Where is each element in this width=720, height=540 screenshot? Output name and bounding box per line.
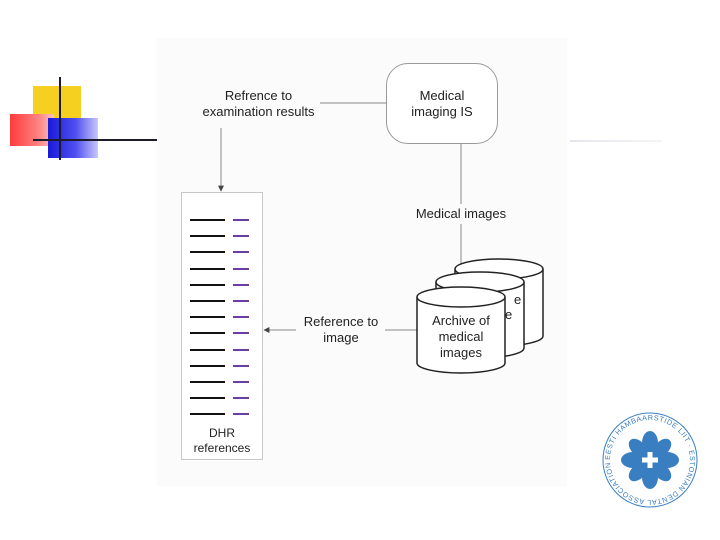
dhr-reference-link	[233, 251, 249, 254]
dhr-reference-line	[190, 251, 225, 254]
dhr-reference-line	[190, 332, 225, 335]
dhr-reference-row	[182, 219, 262, 221]
decor-blue-square	[48, 118, 98, 158]
dhr-reference-link	[233, 300, 249, 302]
dhr-reference-line	[190, 219, 225, 221]
dhr-reference-link	[233, 267, 249, 270]
dhr-reference-row	[182, 381, 262, 383]
dhr-reference-line	[190, 348, 225, 351]
dhr-reference-row	[182, 364, 262, 367]
edge-label-results-line1: Refrence to	[224, 88, 293, 103]
decor-horizontal-line	[33, 139, 159, 141]
node-dhr-caption: DHR references	[182, 426, 262, 456]
node-imaging-line1: Medical	[419, 87, 465, 103]
dhr-reference-link	[233, 364, 249, 367]
dhr-reference-line	[190, 235, 225, 238]
association-seal-icon: EESTI HAMBAARSTIDE LIIT · ESTONIAN DENTA…	[602, 412, 698, 508]
dhr-reference-line	[190, 300, 225, 302]
dhr-reference-link	[233, 219, 249, 221]
node-dhr-line1: DHR	[209, 426, 235, 440]
edge-label-image-line2: image	[323, 330, 359, 345]
node-imaging-line2: imaging IS	[411, 103, 473, 119]
dhr-reference-row	[182, 332, 262, 335]
dhr-reference-link	[233, 332, 249, 335]
node-medical-imaging-is: Medical imaging IS	[386, 63, 498, 144]
dhr-reference-row	[182, 283, 262, 286]
dhr-reference-row	[182, 397, 262, 400]
dhr-reference-row	[182, 316, 262, 319]
dhr-reference-row	[182, 267, 262, 270]
node-archive: Archive of medical images	[419, 313, 503, 361]
dhr-reference-row	[182, 251, 262, 254]
dhr-reference-row	[182, 235, 262, 238]
edge-label-image-line1: Reference to	[303, 314, 379, 329]
dhr-reference-line	[190, 413, 225, 416]
dhr-reference-link	[233, 348, 249, 351]
edge-label-results-line2: examination results	[202, 104, 315, 119]
dhr-reference-line	[190, 283, 225, 286]
dhr-reference-line	[190, 381, 225, 383]
dhr-reference-link	[233, 316, 249, 319]
archive-back-fragment: e	[514, 292, 522, 307]
dhr-reference-line	[190, 397, 225, 400]
dhr-reference-line	[190, 267, 225, 270]
decor-fade-line	[570, 140, 662, 142]
archive-middle-fragment: e	[505, 307, 513, 322]
dhr-reference-link	[233, 381, 249, 383]
node-archive-line2: medical	[438, 329, 484, 344]
edge-label-medical-images: Medical images	[408, 206, 514, 222]
node-archive-line1: Archive of	[432, 313, 490, 328]
edge-label-results: Refrence to examination results	[196, 88, 321, 120]
dhr-reference-line	[190, 316, 225, 319]
dhr-reference-link	[233, 283, 249, 286]
dhr-reference-link	[233, 235, 249, 238]
dhr-reference-row	[182, 300, 262, 302]
dhr-reference-row	[182, 348, 262, 351]
dhr-reference-line	[190, 364, 225, 367]
node-dhr-document: DHR references	[181, 192, 263, 460]
node-dhr-line2: references	[193, 441, 251, 455]
archive-cylinder-front	[416, 286, 506, 374]
dhr-reference-link	[233, 413, 249, 416]
dhr-reference-row	[182, 413, 262, 416]
edge-label-image: Reference to image	[296, 314, 386, 346]
node-archive-line3: images	[440, 345, 482, 360]
decor-vertical-line	[59, 77, 61, 160]
dhr-reference-link	[233, 397, 249, 400]
